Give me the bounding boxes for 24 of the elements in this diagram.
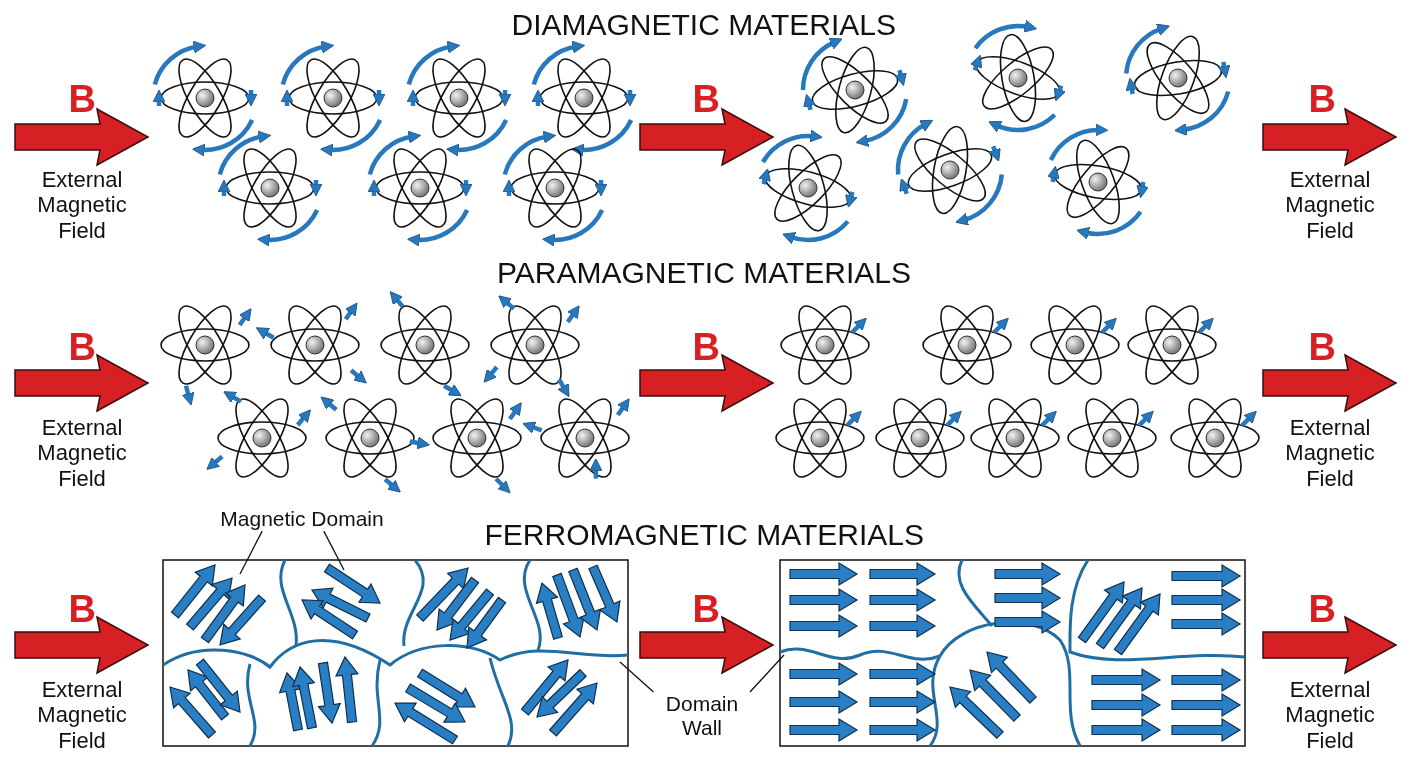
field-caption: External Magnetic Field (36, 167, 128, 243)
field-symbol: B (68, 328, 96, 366)
section-heading: DIAMAGNETIC MATERIALS (511, 8, 896, 42)
leader-line (239, 530, 263, 575)
leader-line (323, 530, 345, 571)
leader-line (619, 661, 655, 693)
field-symbol: B (692, 590, 720, 628)
field-symbol: B (1308, 328, 1336, 366)
field-caption: External Magnetic Field (36, 415, 128, 491)
field-caption: External Magnetic Field (1284, 415, 1376, 491)
field-symbol: B (1308, 80, 1336, 118)
leader-line (749, 654, 785, 693)
section-heading: FERROMAGNETIC MATERIALS (484, 518, 924, 552)
field-caption: External Magnetic Field (1284, 677, 1376, 753)
field-symbol: B (68, 590, 96, 628)
callout-label: Domain Wall (652, 692, 752, 741)
callout-label: Magnetic Domain (202, 507, 402, 532)
field-symbol: B (692, 328, 720, 366)
section-heading: PARAMAGNETIC MATERIALS (497, 256, 911, 290)
field-caption: External Magnetic Field (1284, 167, 1376, 243)
field-symbol: B (1308, 590, 1336, 628)
field-caption: External Magnetic Field (36, 677, 128, 753)
field-symbol: B (68, 80, 96, 118)
field-symbol: B (692, 80, 720, 118)
